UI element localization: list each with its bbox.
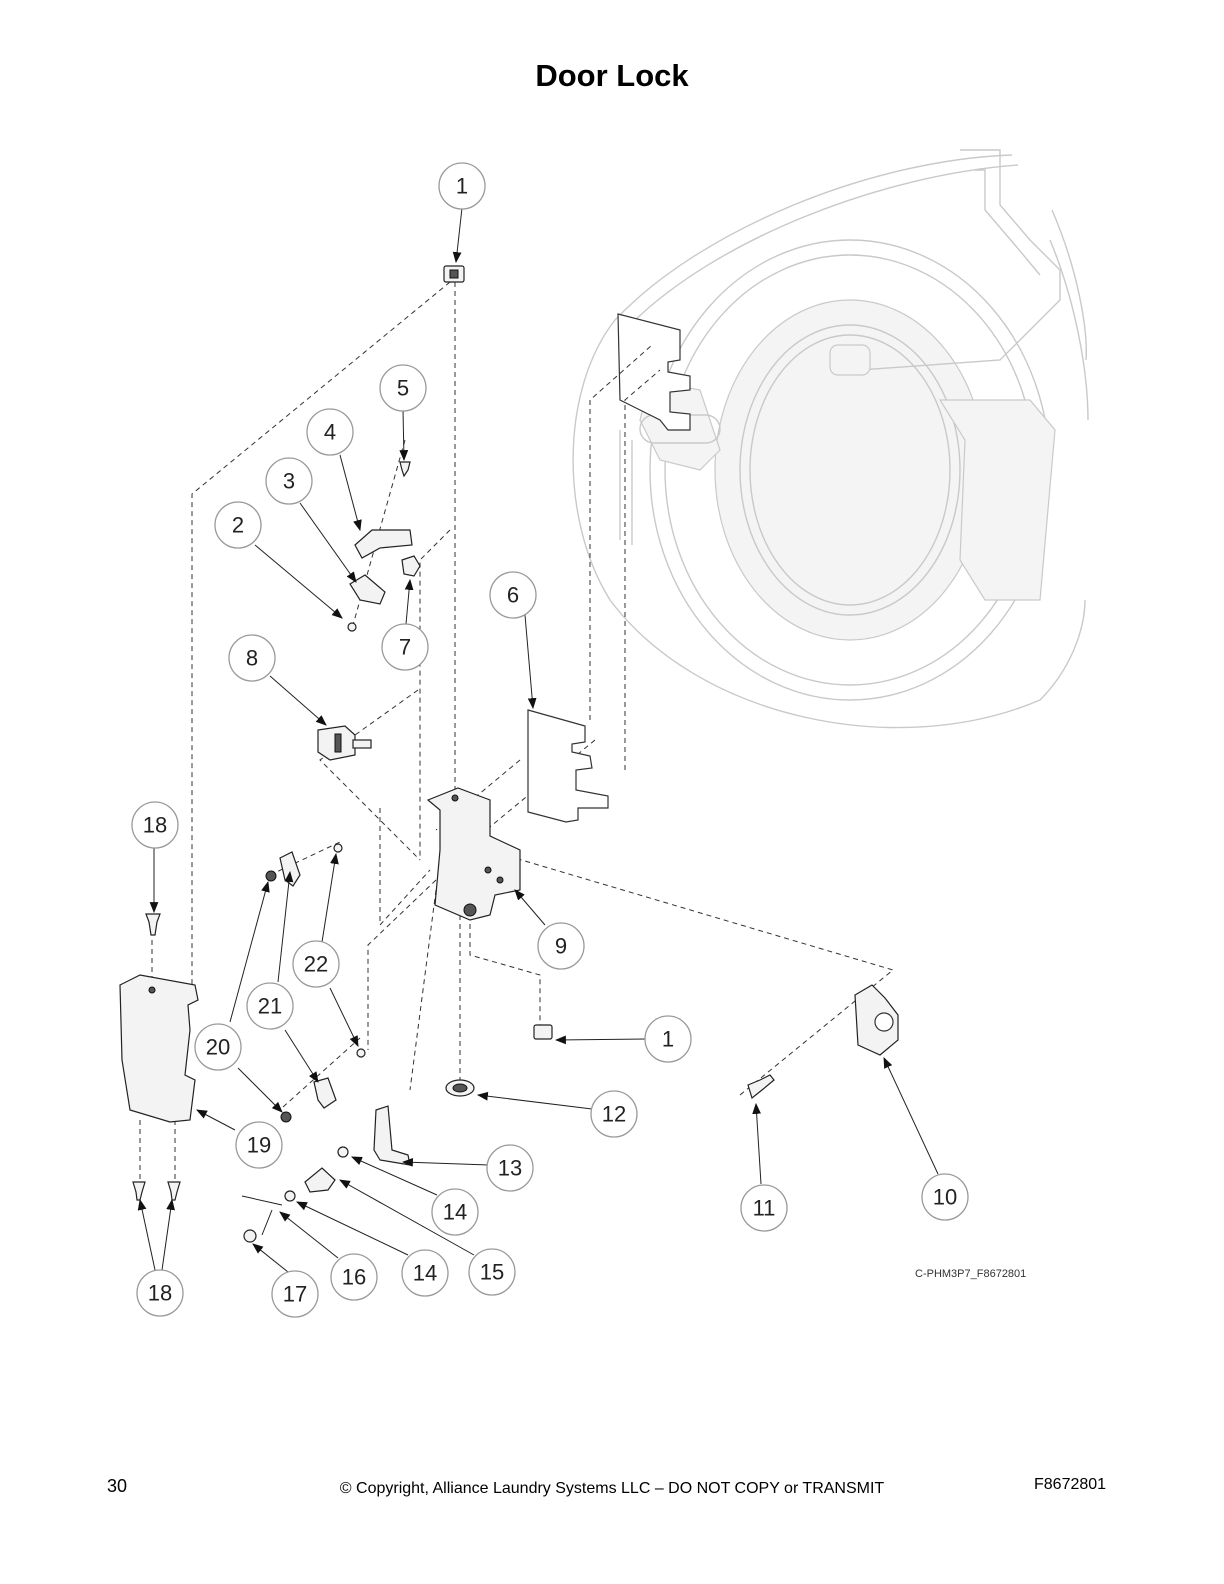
switch-part-21-lower bbox=[313, 1077, 337, 1109]
svg-text:8: 8 bbox=[246, 646, 258, 671]
page-number: 30 bbox=[107, 1476, 128, 1496]
svg-text:14: 14 bbox=[443, 1200, 467, 1225]
callout-12: 12 bbox=[590, 1090, 638, 1138]
screw-part-11 bbox=[747, 1074, 775, 1100]
plate-part-6 bbox=[527, 709, 609, 823]
page-title: Door Lock bbox=[535, 58, 689, 93]
callout-7: 7 bbox=[381, 623, 429, 671]
copyright-notice: © Copyright, Alliance Laundry Systems LL… bbox=[339, 1480, 885, 1497]
callout-5: 5 bbox=[379, 364, 427, 412]
nut-part-7 bbox=[401, 555, 421, 577]
callout-18-top: 18 bbox=[131, 801, 179, 849]
svg-text:22: 22 bbox=[304, 952, 328, 977]
svg-text:19: 19 bbox=[247, 1133, 271, 1158]
callout-3: 3 bbox=[265, 457, 313, 505]
callout-1-top: 1 bbox=[438, 162, 486, 210]
svg-text:7: 7 bbox=[399, 635, 411, 660]
callout-19: 19 bbox=[235, 1121, 283, 1169]
svg-text:1: 1 bbox=[456, 174, 468, 199]
callout-14-upper: 14 bbox=[431, 1188, 479, 1236]
screw-part-5 bbox=[399, 461, 411, 478]
svg-text:12: 12 bbox=[602, 1102, 626, 1127]
screw-part-18-bottom-right bbox=[167, 1181, 181, 1201]
door-assembly-background bbox=[572, 149, 1089, 729]
bracket-part-13 bbox=[373, 1105, 411, 1166]
solenoid-part-8 bbox=[317, 725, 372, 761]
screw-part-18-bottom-left bbox=[132, 1181, 146, 1201]
svg-text:3: 3 bbox=[283, 469, 295, 494]
callout-16: 16 bbox=[330, 1253, 378, 1301]
svg-text:4: 4 bbox=[324, 420, 336, 445]
door-hinge-plate bbox=[617, 313, 691, 431]
spring-part-16 bbox=[241, 1195, 283, 1236]
svg-text:17: 17 bbox=[283, 1282, 307, 1307]
callout-9: 9 bbox=[537, 922, 585, 970]
nut-part-22-upper bbox=[333, 843, 343, 853]
leader-lines bbox=[137, 207, 939, 1273]
callout-8: 8 bbox=[228, 634, 276, 682]
svg-text:6: 6 bbox=[507, 583, 519, 608]
washer-part-14-upper bbox=[337, 1146, 349, 1158]
nut-part-22-lower bbox=[356, 1048, 366, 1058]
clip-part-1-lower bbox=[533, 1024, 553, 1040]
callout-1-lower: 1 bbox=[644, 1015, 692, 1063]
bracket-part-4 bbox=[354, 529, 413, 559]
ball-part-20-lower bbox=[280, 1111, 292, 1123]
drawing-id: C-PHM3P7_F8672801 bbox=[915, 1268, 1026, 1280]
svg-text:10: 10 bbox=[933, 1185, 957, 1210]
svg-text:20: 20 bbox=[206, 1035, 230, 1060]
svg-text:5: 5 bbox=[397, 376, 409, 401]
parts bbox=[119, 265, 899, 1243]
callout-10: 10 bbox=[921, 1173, 969, 1221]
svg-text:11: 11 bbox=[753, 1196, 776, 1221]
nut-part-17 bbox=[243, 1229, 257, 1243]
cover-part-19 bbox=[119, 974, 199, 1123]
callout-11: 11 bbox=[740, 1184, 788, 1232]
svg-text:1: 1 bbox=[662, 1027, 674, 1052]
screw-part-18-top bbox=[145, 913, 161, 936]
callouts: 1 2 3 4 5 6 7 8 9 1 12 13 14 14 15 16 17… bbox=[131, 162, 969, 1318]
assembly-lines bbox=[139, 281, 895, 1180]
callout-2: 2 bbox=[214, 501, 262, 549]
callout-17: 17 bbox=[271, 1270, 319, 1318]
svg-text:13: 13 bbox=[498, 1156, 522, 1181]
washer-part-2 bbox=[347, 622, 357, 632]
callout-15: 15 bbox=[468, 1248, 516, 1296]
svg-text:21: 21 bbox=[258, 994, 282, 1019]
callout-6: 6 bbox=[489, 571, 537, 619]
svg-text:16: 16 bbox=[342, 1265, 366, 1290]
bracket-part-3 bbox=[349, 574, 386, 605]
svg-text:18: 18 bbox=[148, 1281, 172, 1306]
main-bracket-part-9 bbox=[426, 787, 521, 921]
latch-part-15 bbox=[304, 1167, 336, 1193]
callout-13: 13 bbox=[486, 1144, 534, 1192]
callout-4: 4 bbox=[306, 408, 354, 456]
svg-text:9: 9 bbox=[555, 934, 567, 959]
svg-text:18: 18 bbox=[143, 813, 167, 838]
switch-part-21-upper bbox=[279, 851, 301, 887]
washer-part-14-lower bbox=[284, 1190, 296, 1202]
svg-text:2: 2 bbox=[232, 513, 244, 538]
callout-18-bottom: 18 bbox=[136, 1269, 184, 1317]
callout-21: 21 bbox=[246, 982, 294, 1030]
document-number: F8672801 bbox=[1034, 1476, 1107, 1493]
svg-text:14: 14 bbox=[413, 1261, 437, 1286]
ball-part-20-upper bbox=[265, 870, 277, 882]
callout-22: 22 bbox=[292, 940, 340, 988]
callout-14-lower: 14 bbox=[401, 1249, 449, 1297]
svg-text:15: 15 bbox=[480, 1260, 504, 1285]
callout-20: 20 bbox=[194, 1023, 242, 1071]
